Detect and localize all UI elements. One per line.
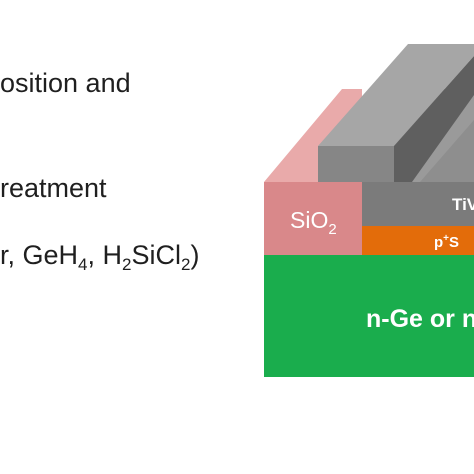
- sio2-label: SiO2: [290, 207, 337, 238]
- metal-layer: [362, 182, 474, 226]
- sio2-label-main: SiO: [290, 207, 328, 233]
- precursor-part-2: , H: [87, 240, 123, 270]
- p-plus-si-label-main: p: [434, 234, 443, 251]
- precursor-sub-2: 2: [122, 255, 132, 274]
- gate-bar-front-face: [318, 146, 394, 182]
- precursor-gases-text: r, GeH4, H2SiCl2): [0, 240, 200, 274]
- gate-bar-top-face: [318, 44, 474, 146]
- substrate-layer: [264, 255, 474, 377]
- precursor-part-3: SiCl: [131, 240, 181, 270]
- p-plus-si-layer: [362, 226, 474, 255]
- precursor-sub-1: 4: [78, 255, 88, 274]
- precursor-part-4: ): [190, 240, 200, 270]
- gate-bar-side-face: [394, 56, 474, 182]
- gate-bar-right-segment: [420, 120, 474, 182]
- process-step-deposition-label: osition and: [0, 68, 131, 98]
- precursor-part-1: r, GeH: [0, 240, 79, 270]
- process-step-deposition-text: osition and: [0, 70, 131, 97]
- precursor-sub-3: 2: [181, 255, 191, 274]
- process-step-treatment-label: reatment: [0, 173, 107, 203]
- p-plus-si-label-sup: +: [443, 233, 449, 244]
- p-plus-si-label-rest: S: [449, 234, 459, 251]
- process-step-treatment-text: reatment: [0, 175, 107, 202]
- sio2-label-sub: 2: [328, 221, 336, 238]
- tiv-label: TiV: [452, 195, 474, 214]
- sio2-block: [264, 182, 362, 255]
- p-plus-si-label: p+S: [434, 233, 459, 251]
- substrate-label: n-Ge or n: [366, 305, 474, 333]
